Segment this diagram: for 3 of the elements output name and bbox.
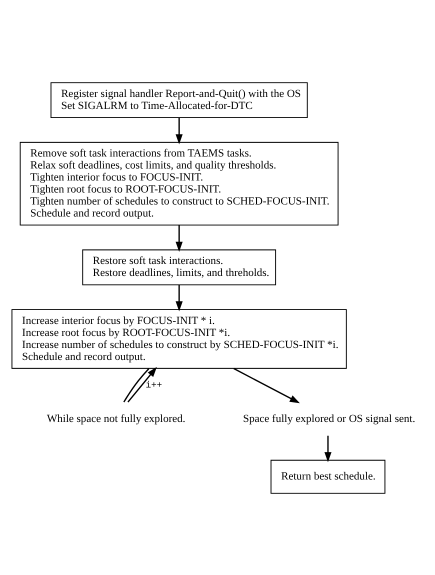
node-text: While space not fully explored. [46, 412, 186, 424]
node-text: Space fully explored or OS signal sent. [242, 412, 416, 424]
edge-label: i++ [146, 379, 162, 390]
